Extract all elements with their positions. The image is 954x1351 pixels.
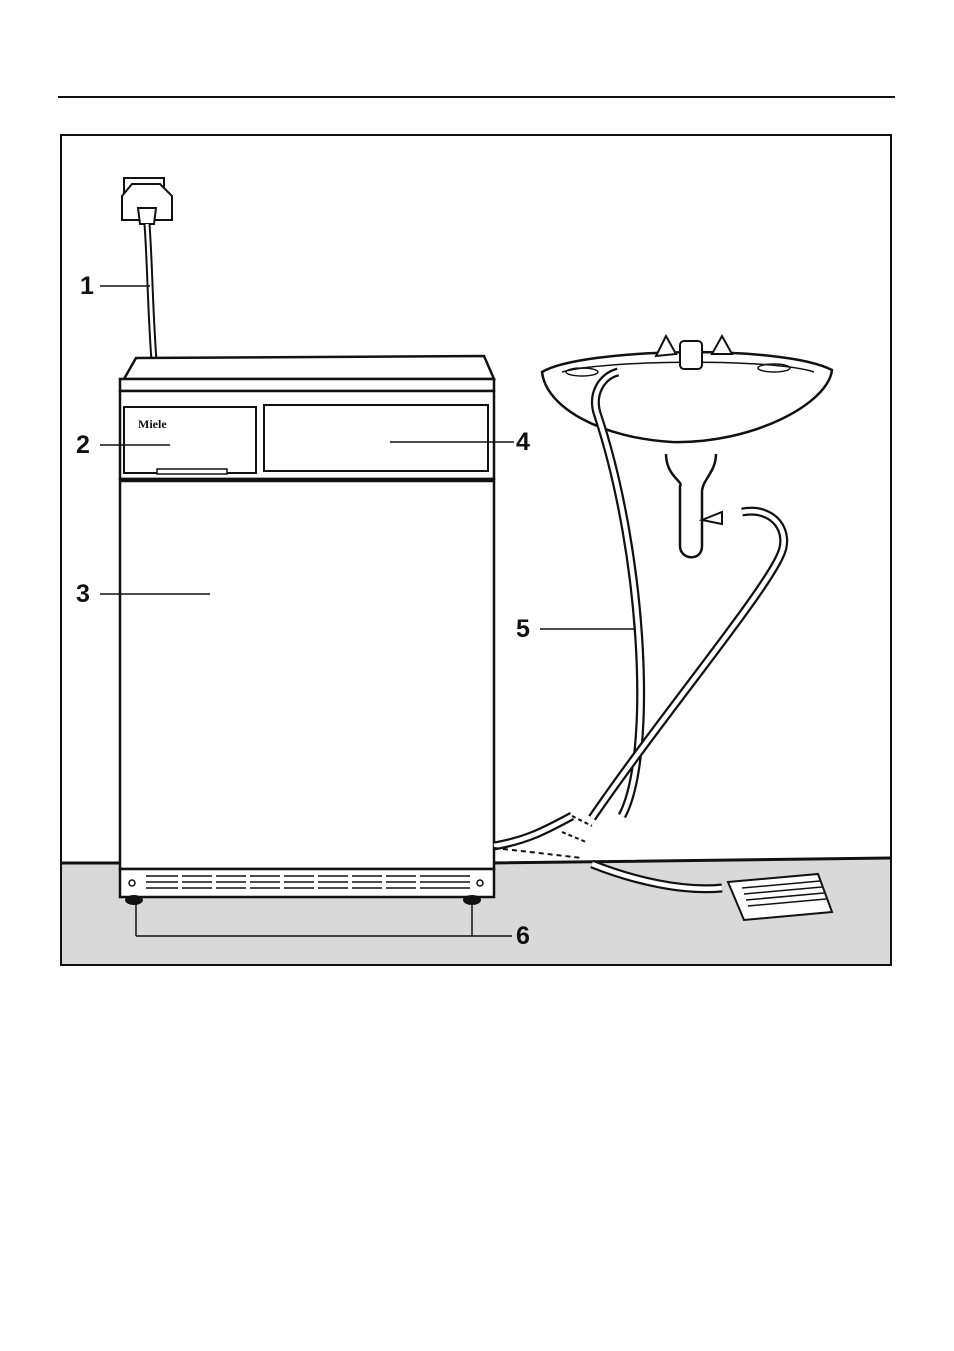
installation-diagram: Miele bbox=[62, 136, 892, 966]
foot-left bbox=[125, 895, 143, 905]
callout-6: 6 bbox=[516, 924, 530, 949]
sink-trap bbox=[666, 454, 716, 557]
callout-2: 2 bbox=[76, 433, 90, 458]
wall-socket bbox=[122, 178, 172, 224]
brand-logo: Miele bbox=[138, 417, 167, 431]
sink bbox=[542, 336, 832, 557]
header-rule bbox=[58, 96, 895, 98]
water-container-panel bbox=[264, 405, 488, 471]
dryer bbox=[120, 356, 494, 905]
callout-4: 4 bbox=[516, 430, 530, 455]
figure-frame: Miele 1 2 3 4 5 6 bbox=[60, 134, 892, 966]
plinth-grille bbox=[120, 869, 494, 897]
dryer-top bbox=[124, 356, 494, 379]
dryer-door bbox=[120, 479, 494, 869]
callout-5: 5 bbox=[516, 617, 530, 642]
callout-1: 1 bbox=[80, 274, 94, 299]
callout-3: 3 bbox=[76, 582, 90, 607]
